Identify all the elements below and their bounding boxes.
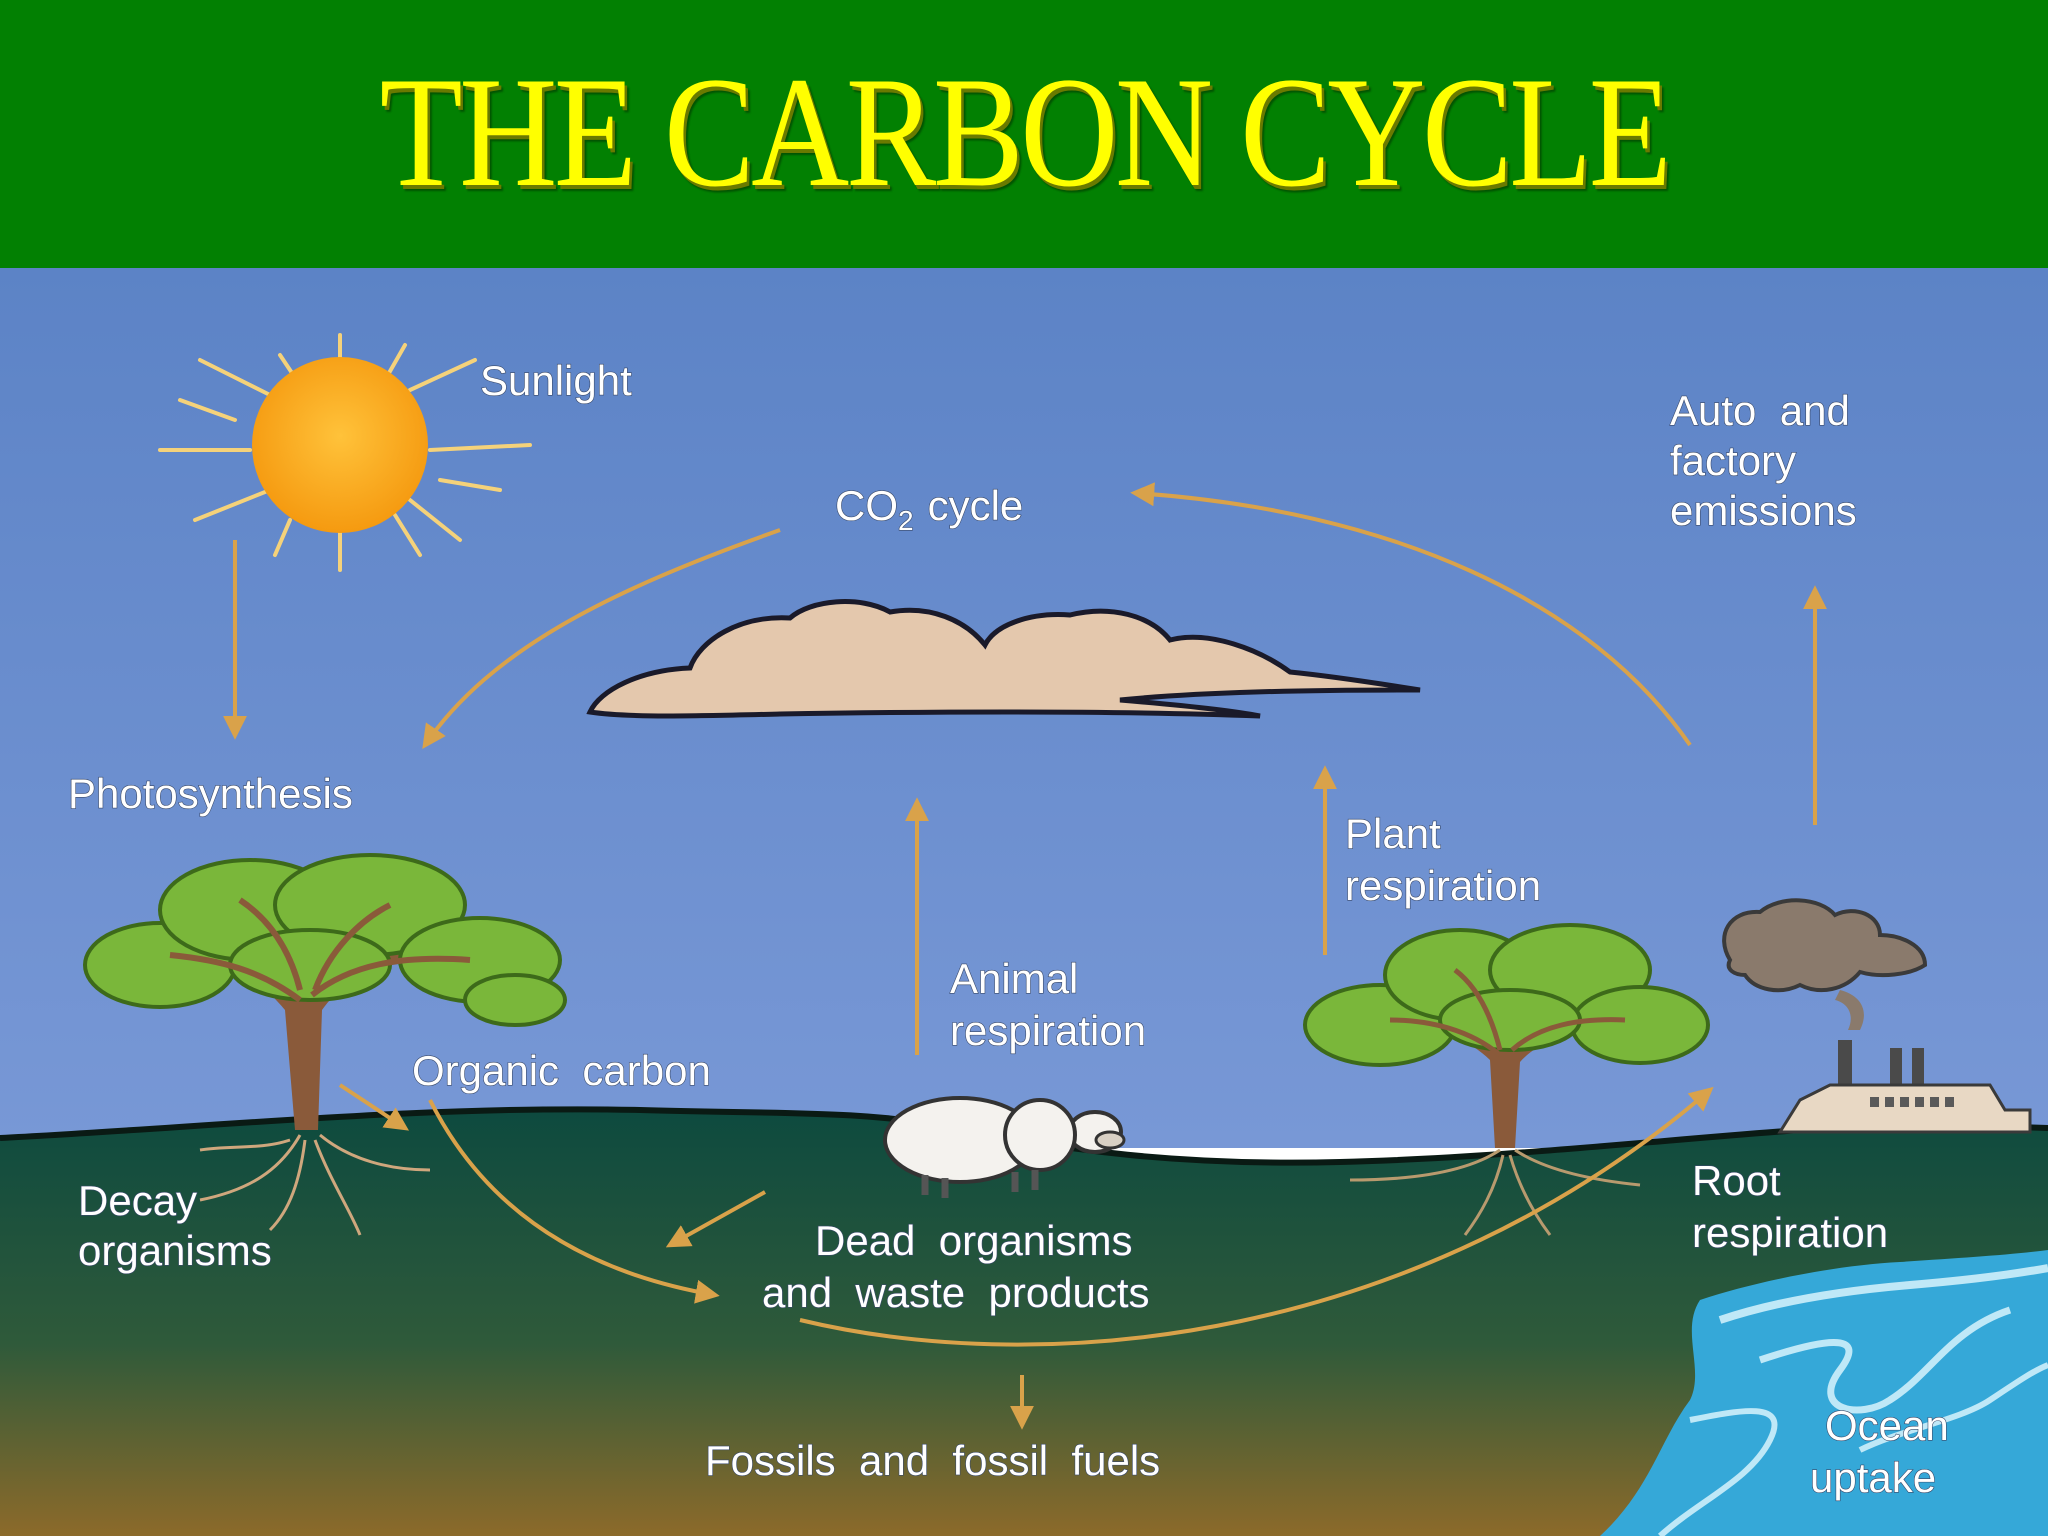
- flow-arrows: [223, 482, 1827, 1430]
- cloud-icon: [586, 599, 1421, 719]
- root-respiration-label-line2: respiration: [1692, 1209, 1888, 1256]
- co2-to-photosynthesis-arrow: [422, 528, 781, 749]
- right-tree-icon: [1303, 923, 1710, 1236]
- plant-respiration-label-line1: Plant: [1345, 810, 1441, 857]
- tree-to-ground-arrow: [338, 1083, 410, 1131]
- photosynthesis-label: Photosynthesis: [68, 770, 353, 817]
- auto-emissions-label-line2: factory: [1670, 437, 1796, 484]
- sheep-to-dead-arrow: [665, 1190, 766, 1248]
- emissions-to-co2-arrow: [1130, 482, 1692, 747]
- dead-organisms-label-line2: and waste products: [762, 1269, 1150, 1316]
- title-banner: THE CARBON CYCLE: [0, 0, 2048, 268]
- root-respiration-label-line1: Root: [1692, 1157, 1781, 1204]
- sunlight-label: Sunlight: [480, 357, 632, 404]
- co2-cycle-label: CO2 cycle: [835, 482, 1023, 536]
- page-title: THE CARBON CYCLE: [379, 45, 1672, 220]
- auto-emissions-label-line1: Auto and: [1670, 387, 1850, 434]
- co2-suffix: cycle: [928, 482, 1024, 529]
- sheep-icon: [883, 1096, 1126, 1198]
- animal-respiration-label-line1: Animal: [950, 955, 1078, 1002]
- banner-background: [0, 0, 2048, 268]
- plant-respiration-label-line2: respiration: [1345, 862, 1541, 909]
- factory-icon: [1722, 898, 2032, 1134]
- co2-prefix: CO: [835, 482, 898, 529]
- left-tree-icon: [83, 853, 567, 1236]
- dead-to-root-arrow: [799, 1086, 1714, 1347]
- auto-emissions-label-line3: emissions: [1670, 487, 1857, 534]
- animal-respiration-label-line2: respiration: [950, 1007, 1146, 1054]
- decay-organisms-label-line1: Decay: [78, 1177, 197, 1224]
- ocean-uptake-label-line2: uptake: [1810, 1454, 1936, 1501]
- fossils-label: Fossils and fossil fuels: [705, 1437, 1160, 1484]
- ocean: [1600, 1250, 2048, 1536]
- organic-to-dead-arrow: [428, 1099, 720, 1304]
- co2-subscript: 2: [898, 505, 914, 536]
- dead-organisms-label-line1: Dead organisms: [815, 1217, 1132, 1264]
- decay-organisms-label-line2: organisms: [78, 1227, 272, 1274]
- ocean-uptake-label-line1: Ocean: [1825, 1402, 1949, 1449]
- organic-carbon-label: Organic carbon: [412, 1047, 711, 1094]
- sun-icon: [158, 333, 532, 572]
